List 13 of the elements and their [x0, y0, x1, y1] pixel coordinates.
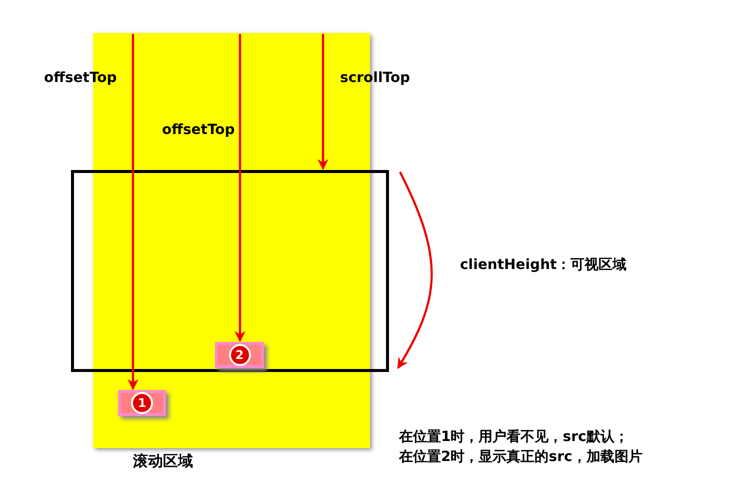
position-number: 1	[131, 392, 153, 414]
note-text: 在位置2时，显示真正的src，加载图片	[399, 448, 642, 466]
image-block	[215, 342, 264, 368]
image-block	[118, 390, 166, 416]
area-caption: 滚动区域	[133, 452, 193, 471]
measure-label: clientHeight：可视区域	[460, 256, 627, 274]
arrow	[318, 34, 328, 170]
position-number: 2	[228, 344, 250, 366]
viewport-frame	[71, 170, 389, 372]
note-text: 在位置1时，用户看不见，src默认；	[399, 428, 628, 446]
edge-label: offsetTop	[162, 122, 235, 138]
arrow	[234, 34, 246, 342]
arrow	[128, 34, 138, 390]
